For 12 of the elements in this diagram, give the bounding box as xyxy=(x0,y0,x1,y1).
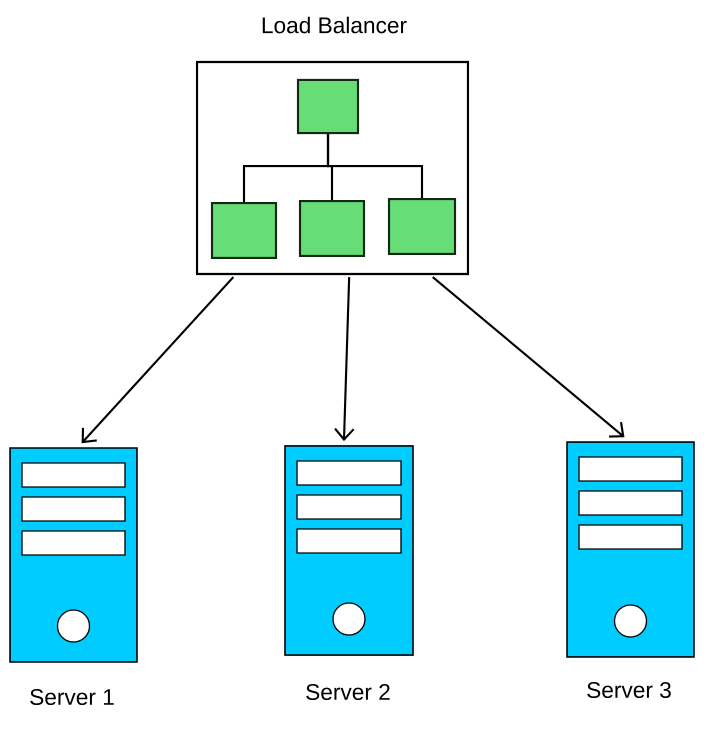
connector-line xyxy=(326,134,424,198)
switch-box xyxy=(388,198,456,256)
switch-box xyxy=(296,78,360,134)
arrow xyxy=(82,276,234,444)
arrow xyxy=(334,277,354,442)
server-label: Server 3 xyxy=(587,682,671,698)
server-label: Server 1 xyxy=(30,688,114,706)
switch-box xyxy=(298,200,366,258)
arrow xyxy=(432,276,624,438)
server-label: Server 2 xyxy=(306,684,390,700)
title: Load Balancer xyxy=(262,16,407,34)
switch-box xyxy=(210,202,278,260)
